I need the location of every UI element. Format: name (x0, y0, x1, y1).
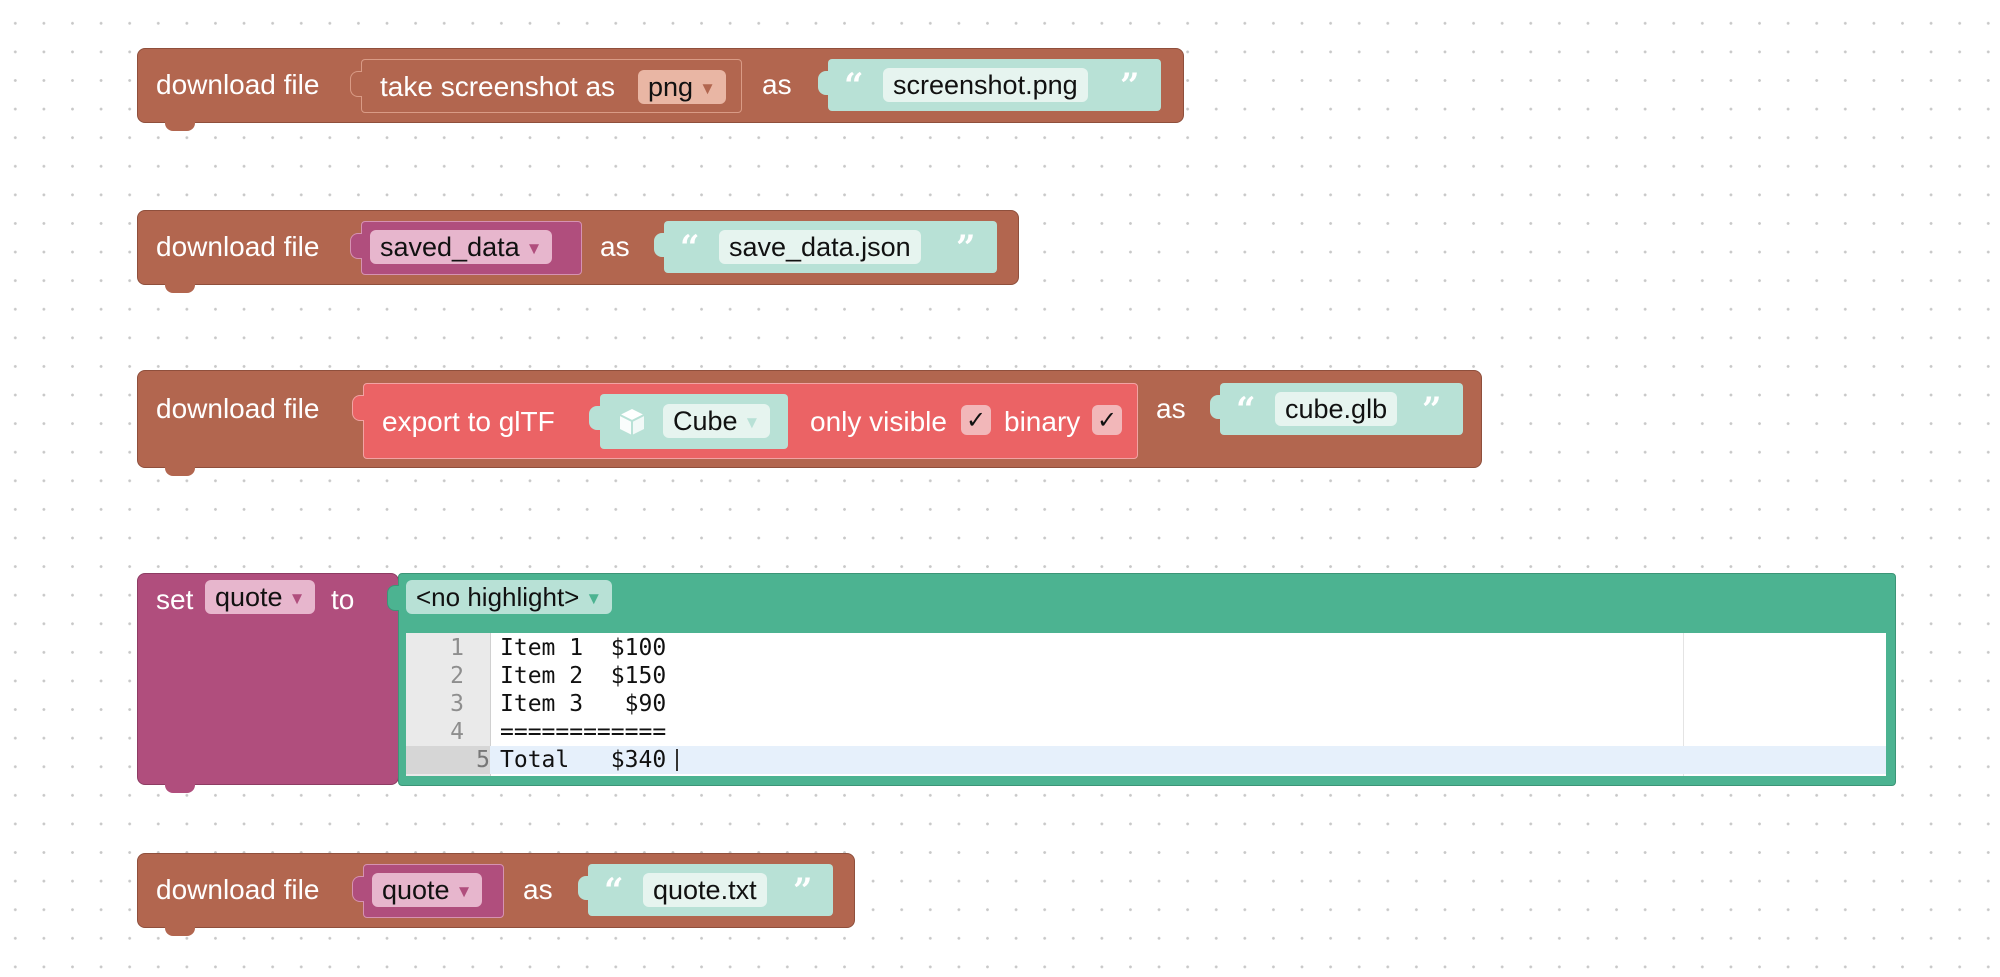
block-connector (165, 122, 195, 131)
filename-field[interactable]: cube.glb (1275, 392, 1398, 426)
filename-field[interactable]: quote.txt (643, 873, 767, 907)
open-quote-icon: “ (1236, 390, 1256, 430)
open-quote-icon: “ (680, 228, 700, 268)
chevron-down-icon: ▼ (585, 589, 603, 608)
variable-name: quote (215, 582, 283, 612)
as-label: as (600, 231, 630, 262)
line-text: ============ (500, 719, 667, 745)
chevron-down-icon: ▼ (743, 413, 761, 432)
line-text: Item 3 $90 (500, 691, 667, 717)
download-file-block-saved-data[interactable]: download file saved_data ▼ as “ save_data… (137, 210, 1019, 285)
object-block[interactable]: Cube ▼ (600, 394, 788, 449)
code-line-active: 5 Total $340 (406, 746, 1886, 774)
download-file-block-screenshot[interactable]: download file take screenshot as png ▼ as… (137, 48, 1184, 123)
socket-tab (1210, 395, 1221, 419)
print-margin (1683, 633, 1684, 776)
open-quote-icon: “ (844, 66, 864, 106)
socket-tab (352, 395, 364, 421)
variable-dropdown[interactable]: quote ▼ (205, 580, 316, 614)
binary-label: binary (1004, 406, 1081, 437)
set-label: set (156, 584, 194, 615)
filename-string-block[interactable]: “ screenshot.png ” (828, 59, 1161, 111)
format-dropdown[interactable]: png ▼ (638, 70, 726, 104)
block-connector (165, 467, 195, 476)
socket-tab (578, 876, 589, 900)
line-text: Total $340 (500, 747, 667, 773)
socket-tab (350, 233, 362, 259)
chevron-down-icon: ▼ (455, 882, 473, 901)
as-label: as (762, 69, 792, 100)
line-number: 5 (406, 746, 490, 774)
open-quote-icon: “ (604, 871, 624, 911)
object-name: Cube (673, 406, 738, 436)
close-quote-icon: ” (1120, 66, 1140, 106)
filename-string-block[interactable]: “ save_data.json ” (664, 221, 997, 273)
binary-checkbox[interactable]: ✓ (1092, 405, 1122, 435)
format-value: png (648, 72, 694, 102)
filename-string-block[interactable]: “ cube.glb ” (1220, 383, 1463, 435)
chevron-down-icon: ▼ (699, 79, 716, 98)
download-file-block-gltf[interactable]: download file export to glTF Cube ▼ only … (137, 370, 1482, 468)
export-gltf-label: export to glTF (382, 406, 555, 437)
variable-block[interactable]: saved_data ▼ (361, 221, 582, 275)
highlight-dropdown[interactable]: <no highlight> ▼ (406, 580, 613, 614)
close-quote-icon: ” (793, 871, 813, 911)
block-connector (165, 284, 195, 293)
code-line: 4 ============ (406, 718, 1886, 746)
close-quote-icon: ” (956, 228, 976, 268)
socket-tab (350, 71, 362, 97)
as-label: as (1156, 393, 1186, 424)
socket-tab (387, 585, 399, 611)
code-line: 3 Item 3 $90 (406, 690, 1886, 718)
socket-tab (352, 876, 364, 902)
socket-tab (589, 406, 600, 430)
line-number: 1 (450, 635, 464, 661)
code-line: 1 Item 1 $100 (406, 634, 1886, 662)
variable-dropdown[interactable]: quote ▼ (372, 873, 483, 907)
line-number: 2 (450, 663, 464, 689)
take-screenshot-label: take screenshot as (380, 71, 616, 102)
close-quote-icon: ” (1422, 390, 1442, 430)
download-file-label: download file (156, 874, 320, 905)
download-file-label: download file (156, 231, 320, 262)
block-connector (165, 927, 195, 936)
filename-field[interactable]: save_data.json (719, 230, 921, 264)
highlight-value: <no highlight> (416, 582, 580, 612)
only-visible-label: only visible (810, 406, 947, 437)
set-variable-block[interactable]: set quote ▼ to (137, 573, 399, 785)
variable-dropdown[interactable]: saved_data ▼ (370, 230, 553, 264)
download-file-label: download file (156, 69, 320, 100)
object-dropdown[interactable]: Cube ▼ (663, 404, 771, 438)
filename-field[interactable]: screenshot.png (883, 68, 1088, 102)
variable-name: saved_data (380, 232, 520, 262)
code-editor[interactable]: 1 Item 1 $100 2 Item 2 $150 3 Item 3 $90… (406, 633, 1886, 776)
only-visible-checkbox[interactable]: ✓ (961, 405, 991, 435)
chevron-down-icon: ▼ (525, 239, 543, 258)
as-label: as (523, 874, 553, 905)
code-block[interactable]: <no highlight> ▼ 1 Item 1 $100 2 Item 2 $… (398, 573, 1896, 786)
chevron-down-icon: ▼ (288, 589, 306, 608)
variable-block[interactable]: quote ▼ (363, 864, 504, 918)
take-screenshot-block[interactable]: take screenshot as png ▼ (361, 59, 742, 113)
block-connector (165, 784, 195, 793)
socket-tab (818, 71, 829, 95)
download-file-block-quote[interactable]: download file quote ▼ as “ quote.txt ” (137, 853, 855, 928)
line-text: Item 1 $100 (500, 635, 667, 661)
line-text: Item 2 $150 (500, 663, 667, 689)
variable-name: quote (382, 875, 450, 905)
export-gltf-block[interactable]: export to glTF Cube ▼ only visible ✓ bina… (363, 383, 1138, 459)
code-line: 2 Item 2 $150 (406, 662, 1886, 690)
cube-icon (616, 406, 648, 438)
line-number: 3 (450, 691, 464, 717)
line-number: 4 (450, 719, 464, 745)
download-file-label: download file (156, 393, 320, 424)
filename-string-block[interactable]: “ quote.txt ” (588, 864, 833, 916)
socket-tab (654, 233, 665, 257)
text-cursor (676, 749, 678, 771)
to-label: to (331, 584, 355, 615)
